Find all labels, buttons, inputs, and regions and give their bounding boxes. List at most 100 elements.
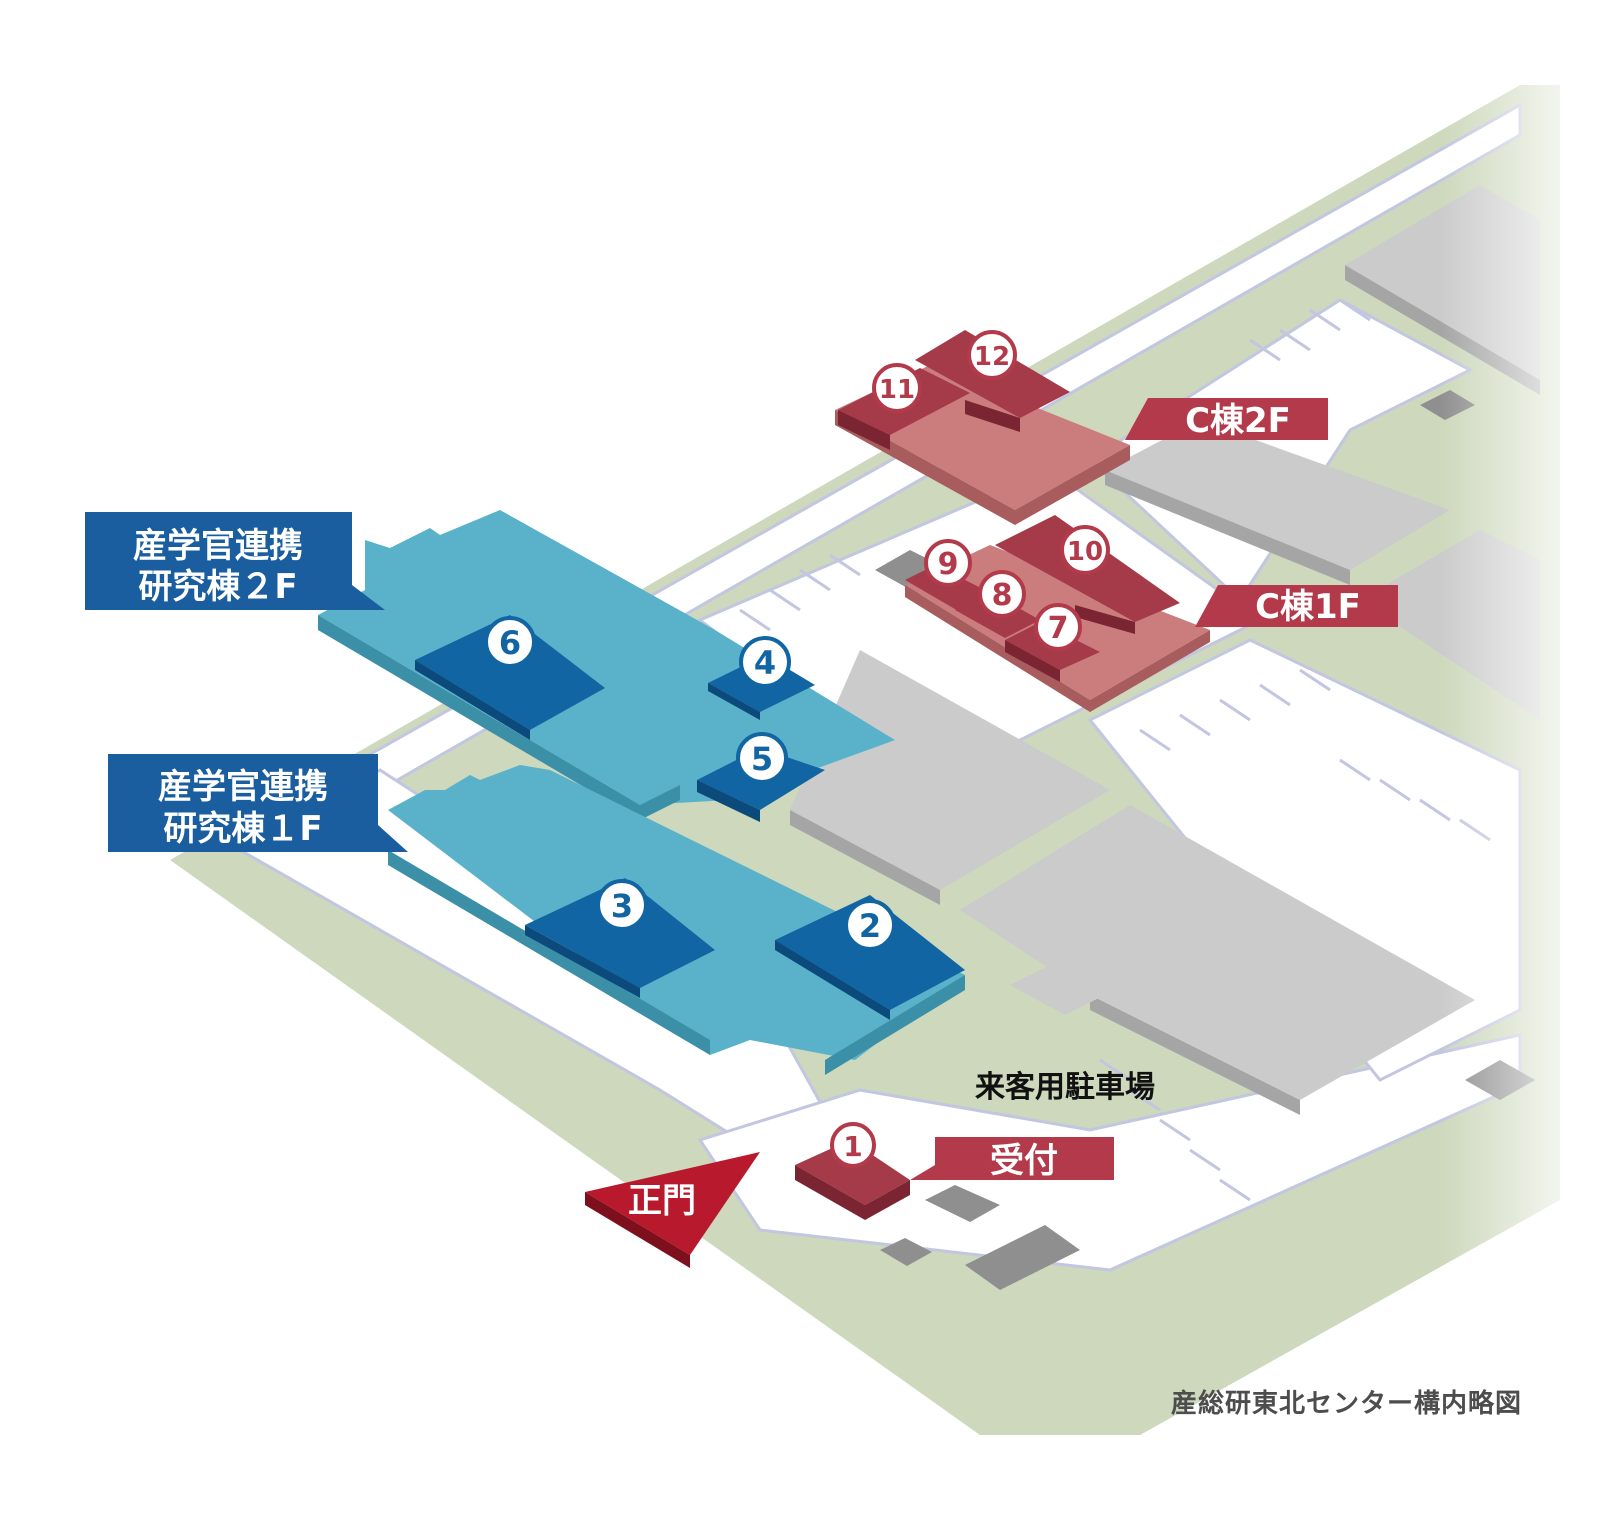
room-2-block — [775, 895, 965, 1010]
marker-3[interactable]: 3 — [596, 879, 648, 931]
gray-building-large — [960, 805, 1475, 1100]
rb1f-floor — [388, 765, 965, 1060]
stripe — [1099, 1058, 1131, 1082]
rb1f-floor-side-r — [825, 975, 965, 1075]
building-1f-label-line2: 研究棟１F — [163, 809, 322, 849]
marker-6[interactable]: 6 — [484, 616, 536, 668]
marker-12[interactable]: 12 — [967, 330, 1017, 380]
c2f-base-side-r — [1015, 445, 1130, 525]
flag-1f — [108, 754, 408, 852]
stripe — [1159, 1118, 1191, 1142]
building-1f-label-line1: 産学官連携 — [158, 767, 328, 807]
c-2f-label: C棟2F — [1185, 401, 1291, 441]
gate-arrow — [585, 1152, 760, 1255]
marker-5[interactable]: 5 — [736, 732, 788, 784]
building-2f-label-line1: 産学官連携 — [133, 526, 303, 566]
room-1-block — [795, 1140, 910, 1205]
svg-text:4: 4 — [754, 644, 776, 682]
room-4-block-side — [708, 683, 760, 720]
rb1f-floor-side — [388, 850, 710, 1055]
gray-building-c-side — [1105, 470, 1350, 585]
room-5-block-side — [697, 780, 760, 822]
main-gate: 正門 — [585, 1152, 760, 1268]
flag-c2f — [1125, 398, 1328, 440]
marker-11[interactable]: 11 — [872, 363, 922, 413]
stripe — [1139, 728, 1171, 752]
room-6-block — [415, 615, 605, 730]
room-1-block-side-r — [865, 1180, 910, 1220]
svg-text:10: 10 — [1067, 537, 1103, 567]
svg-text:11: 11 — [879, 375, 915, 405]
svg-text:7: 7 — [1048, 611, 1069, 646]
stripe — [1309, 308, 1341, 332]
stripe — [1279, 328, 1311, 352]
gray-building-large-side — [1090, 995, 1300, 1115]
stripe — [1379, 778, 1411, 802]
marker-8[interactable]: 8 — [978, 570, 1026, 618]
marker-10[interactable]: 10 — [1060, 525, 1110, 575]
svg-text:9: 9 — [938, 547, 959, 582]
stripe — [1219, 1178, 1251, 1202]
flag-reception — [910, 1137, 1114, 1180]
marker-9[interactable]: 9 — [924, 539, 972, 587]
stripe — [1219, 698, 1251, 722]
building-2f-label-line2: 研究棟２F — [138, 567, 297, 607]
c-1f-label: C棟1F — [1255, 587, 1361, 627]
gray-building-annex — [1010, 965, 1105, 1015]
parking-stripes — [739, 288, 1491, 1202]
stripe — [829, 553, 861, 577]
map-caption: 産総研東北センター構内略図 — [1170, 1389, 1522, 1419]
edge-fade — [1440, 0, 1600, 1515]
gray-building-mid — [790, 650, 1110, 890]
parking-label: 来客用駐車場 — [975, 1070, 1155, 1105]
stripe — [1299, 668, 1331, 692]
room-3-block-side — [525, 925, 640, 998]
rb2f-floor-side — [318, 615, 640, 820]
svg-text:12: 12 — [974, 342, 1010, 372]
room-2-block-side — [775, 940, 890, 1020]
marker-7[interactable]: 7 — [1034, 603, 1082, 651]
gate-arrow-side — [585, 1192, 690, 1268]
marker-1[interactable]: 1 — [830, 1122, 876, 1168]
marker-4[interactable]: 4 — [739, 636, 791, 688]
flag-c1f — [1195, 585, 1398, 627]
svg-text:1: 1 — [843, 1130, 862, 1163]
stripe — [739, 608, 771, 632]
svg-text:3: 3 — [611, 887, 633, 925]
room-7-block-side — [1005, 640, 1060, 682]
research-building-1f — [388, 765, 965, 1075]
gray-small-2 — [925, 1185, 1000, 1222]
svg-text:5: 5 — [751, 740, 773, 778]
room-9-block — [905, 565, 995, 612]
room-12-block-side — [965, 400, 1020, 432]
gray-small-3 — [880, 1238, 932, 1266]
gray-small-4 — [965, 1225, 1080, 1290]
marker-2[interactable]: 2 — [844, 899, 896, 951]
reception-building — [795, 1140, 910, 1220]
gray-building-mid-side — [790, 810, 940, 905]
stripe — [1249, 338, 1281, 362]
label-flags: 産学官連携 研究棟２F 産学官連携 研究棟１F C棟2F C棟1F 受付 — [85, 398, 1398, 1181]
stripe — [1129, 1088, 1161, 1112]
stripe — [1259, 683, 1291, 707]
room-10-block-side — [1075, 605, 1135, 634]
c1f-base-side — [905, 585, 1090, 712]
gray-building-c — [1105, 420, 1450, 570]
rb2f-floor — [318, 510, 895, 805]
stripe — [1189, 1148, 1221, 1172]
svg-text:6: 6 — [499, 624, 521, 662]
rb2f-floor-side-r — [640, 785, 680, 820]
research-building-2f — [318, 510, 895, 822]
markers: 1 2 3 4 5 6 7 8 — [484, 330, 1110, 1168]
room-1-block-side — [795, 1165, 865, 1220]
room-11-block-side — [838, 410, 890, 450]
stripe — [1339, 758, 1371, 782]
svg-text:2: 2 — [859, 907, 881, 945]
svg-text:8: 8 — [992, 578, 1013, 613]
reception-label: 受付 — [990, 1141, 1058, 1181]
stripe — [799, 568, 831, 592]
stripe — [1179, 713, 1211, 737]
flag-2f — [85, 512, 385, 610]
main-gate-label: 正門 — [628, 1181, 696, 1221]
